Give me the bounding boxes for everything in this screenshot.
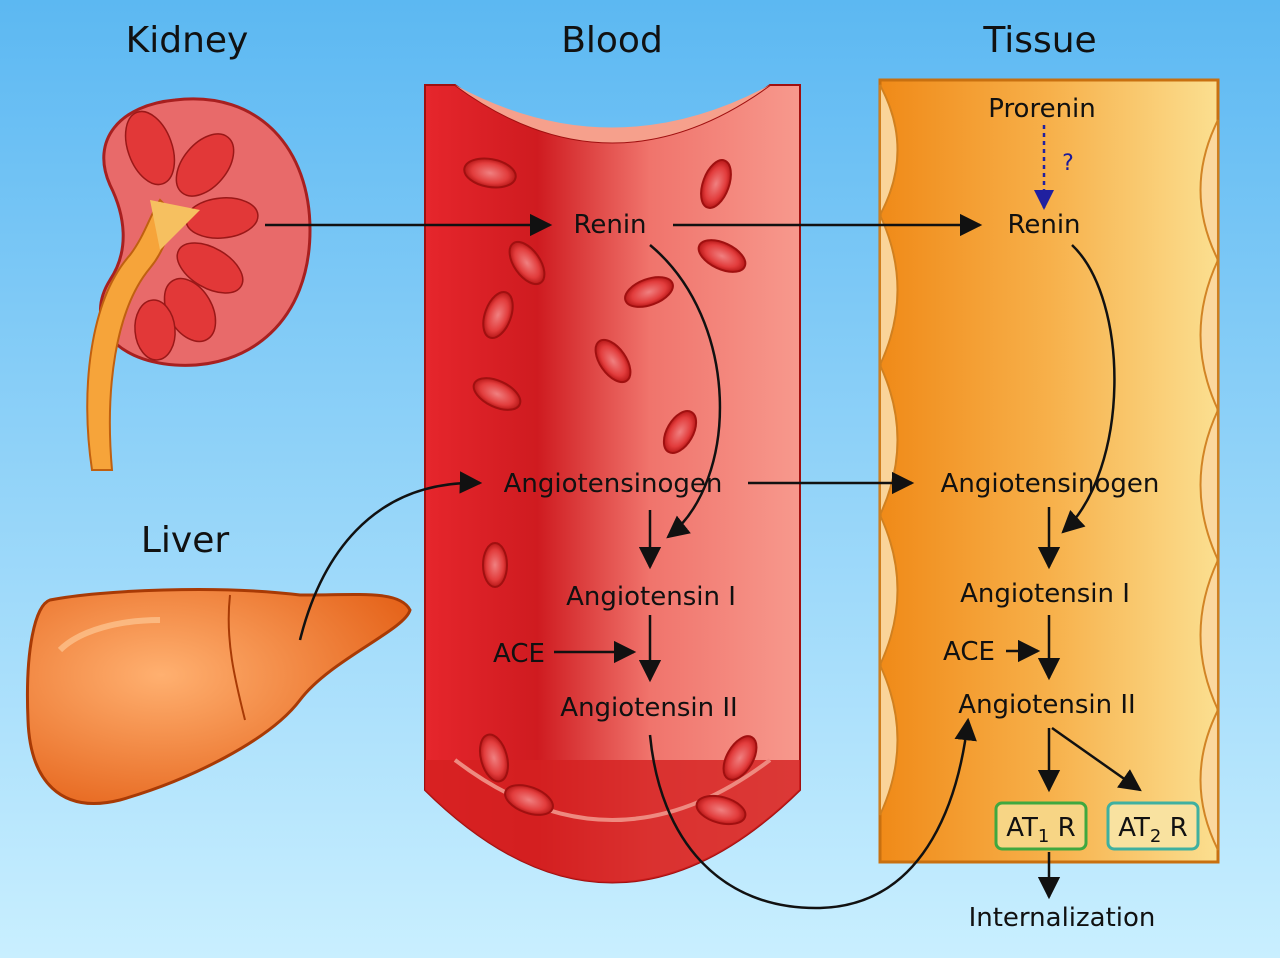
blood-renin-label: Renin — [573, 210, 646, 240]
ang2-to-at2-arrow — [1051, 726, 1142, 792]
tissue-angiotensinogen-label: Angiotensinogen — [941, 469, 1160, 499]
tissue-renin-label: Renin — [1007, 210, 1080, 240]
question-mark: ? — [1062, 151, 1074, 176]
at2-label: AT2 R — [1118, 813, 1187, 847]
blood-angiotensin-i-label: Angiotensin I — [566, 582, 736, 612]
blood-ace-label: ACE — [493, 639, 545, 669]
tissue-angiotensin-i-label: Angiotensin I — [960, 579, 1130, 609]
blood-vessel — [424, 84, 801, 884]
tissue-ace-label: ACE — [943, 637, 995, 667]
internalization-label: Internalization — [969, 903, 1156, 933]
kidney-illustration — [86, 97, 312, 471]
blood-to-tissue-ang2-arrow — [648, 717, 977, 910]
red-blood-cells — [463, 157, 758, 826]
tissue-renin-action-arrow — [1061, 244, 1116, 534]
pathway-arrows — [265, 213, 1142, 910]
at1-receptor: AT1 R — [994, 801, 1088, 851]
at2-receptor: AT2 R — [1106, 801, 1200, 851]
kidney-header: Kidney — [126, 20, 249, 61]
blood-header: Blood — [561, 20, 663, 61]
blood-angiotensinogen-label: Angiotensinogen — [504, 469, 723, 499]
liver-header: Liver — [141, 520, 230, 561]
tissue-prorenin-label: Prorenin — [988, 94, 1096, 124]
liver-illustration — [26, 588, 412, 805]
at1-label: AT1 R — [1006, 813, 1075, 847]
tissue-header: Tissue — [982, 20, 1096, 61]
liver-to-blood-arrow — [298, 471, 483, 641]
blood-angiotensin-ii-label: Angiotensin II — [560, 693, 737, 723]
tissue-angiotensin-ii-label: Angiotensin II — [958, 690, 1135, 720]
blood-renin-action-arrow — [649, 244, 722, 539]
